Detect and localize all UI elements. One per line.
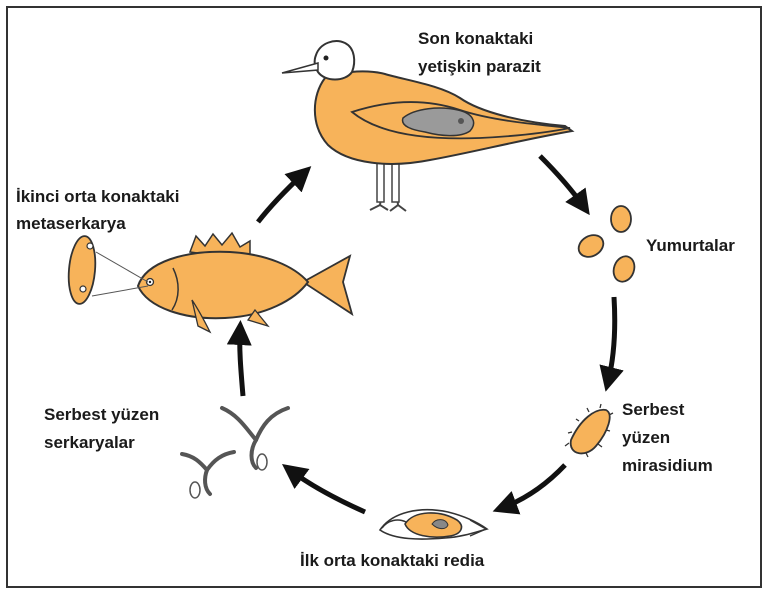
label-metacercaria-1: İkinci orta konaktaki: [16, 187, 179, 206]
arrow-eggs-to-miracidium: [608, 297, 615, 382]
label-miracidium-3: mirasidium: [622, 456, 713, 475]
eggs-group: [575, 206, 638, 285]
miracidium: [565, 404, 613, 457]
label-cercariae-2: serkaryalar: [44, 433, 135, 452]
label-cercariae-1: Serbest yüzen: [44, 405, 159, 424]
label-adult-parasite-2: yetişkin parazit: [418, 57, 541, 76]
label-eggs: Yumurtalar: [646, 236, 735, 255]
label-redia: İlk orta konaktaki redia: [300, 551, 485, 570]
label-miracidium-2: yüzen: [622, 428, 670, 447]
arrow-snail-to-cercariae: [290, 470, 365, 512]
cercariae-group: [182, 408, 288, 498]
label-metacercaria-2: metaserkarya: [16, 214, 126, 233]
fish-second-host: [138, 233, 352, 332]
arrow-miracidium-to-snail: [502, 465, 565, 508]
snail-first-host: [380, 510, 487, 539]
label-adult-parasite-1: Son konaktaki: [418, 29, 533, 48]
cycle-arrows: [240, 156, 615, 512]
arrow-fish-to-gull: [258, 173, 304, 222]
arrow-gull-to-eggs: [540, 156, 584, 207]
arrow-cercariae-to-fish: [240, 330, 243, 396]
label-miracidium-1: Serbest: [622, 400, 685, 419]
metacercaria-cyst: [66, 235, 148, 305]
